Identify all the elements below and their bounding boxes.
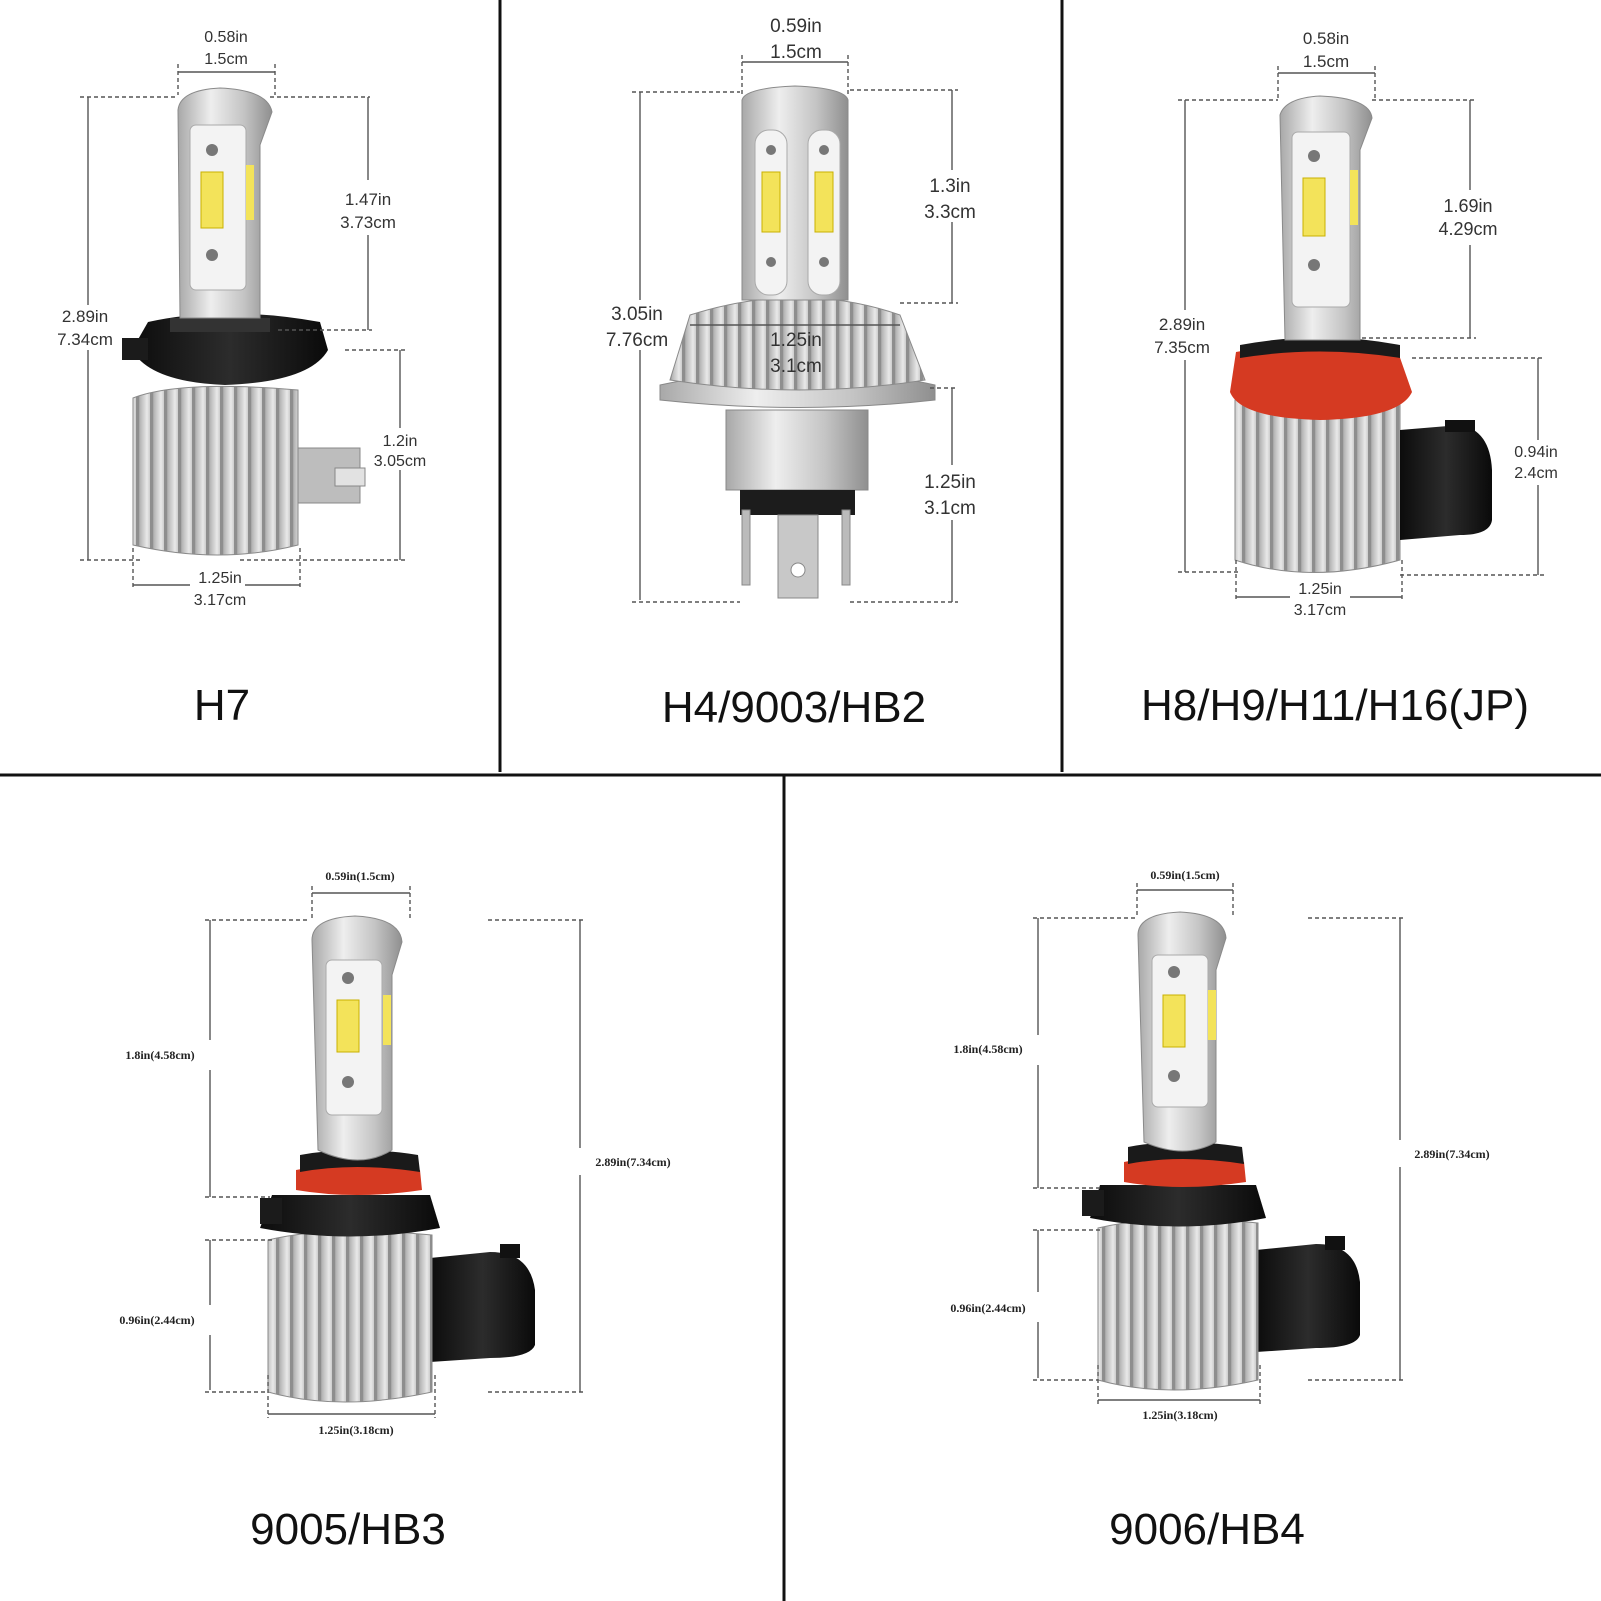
panel-title-9006: 9006/HB4	[1109, 1505, 1305, 1554]
h7-total-height-in: 2.89in	[62, 307, 108, 326]
h4-top-width-cm: 1.5cm	[770, 42, 822, 63]
h4-upper-height-in: 1.3in	[929, 176, 970, 197]
h11-top-width-cm: 1.5cm	[1303, 52, 1349, 71]
h11-top-width-in: 0.58in	[1303, 29, 1349, 48]
h7-base-height-cm: 3.05cm	[374, 453, 426, 470]
dimension-lines-9006	[1033, 883, 1405, 1405]
h7-top-width-cm: 1.5cm	[204, 51, 248, 68]
bulb-h7-illustration	[122, 87, 366, 556]
panel-title-h7: H7	[194, 681, 250, 730]
panel-9005: 0.59in(1.5cm) 1.8in(4.58cm) 2.89in(7.34c…	[119, 869, 670, 1554]
panel-title-h11: H8/H9/H11/H16(JP)	[1141, 681, 1529, 730]
h11-total-height-cm: 7.35cm	[1154, 338, 1210, 357]
h7-top-width-in: 0.58in	[204, 29, 248, 46]
h4-total-height-cm: 7.76cm	[606, 330, 668, 351]
9006-base-height: 0.96in(2.44cm)	[950, 1301, 1025, 1315]
panel-9006: 0.59in(1.5cm) 1.8in(4.58cm) 2.89in(7.34c…	[950, 868, 1489, 1554]
h7-upper-height-cm: 3.73cm	[340, 213, 396, 232]
h7-upper-height-in: 1.47in	[345, 190, 391, 209]
9005-top-width: 0.59in(1.5cm)	[325, 869, 394, 883]
h4-base-height-in: 1.25in	[924, 472, 976, 493]
dimension-lines-9005	[205, 886, 585, 1418]
h11-base-width-cm: 3.17cm	[1294, 602, 1346, 619]
h4-top-width-in: 0.59in	[770, 16, 822, 37]
dimension-lines-h4	[632, 55, 958, 603]
h11-upper-height-in: 1.69in	[1443, 196, 1492, 216]
h4-flange-width-cm: 3.1cm	[770, 356, 822, 377]
9006-upper-height: 1.8in(4.58cm)	[953, 1042, 1022, 1056]
panel-title-h4: H4/9003/HB2	[662, 683, 926, 732]
h11-total-height-in: 2.89in	[1159, 315, 1205, 334]
9005-base-width: 1.25in(3.18cm)	[318, 1423, 393, 1437]
h11-upper-height-cm: 4.29cm	[1438, 219, 1497, 239]
9005-total-height: 2.89in(7.34cm)	[595, 1155, 670, 1169]
panel-title-9005: 9005/HB3	[250, 1505, 446, 1554]
9006-total-height: 2.89in(7.34cm)	[1414, 1147, 1489, 1161]
panel-h7: 0.58in 1.5cm 1.47in 3.73cm 2.89in 7.34cm…	[57, 29, 426, 730]
panel-h4: 0.59in 1.5cm 1.3in 3.3cm 3.05in 7.76cm 1…	[606, 16, 976, 732]
bulb-h4-illustration	[659, 85, 936, 599]
h7-base-height-in: 1.2in	[383, 433, 418, 450]
9006-base-width: 1.25in(3.18cm)	[1142, 1408, 1217, 1422]
panel-h11: 0.58in 1.5cm 1.69in 4.29cm 2.89in 7.35cm…	[1141, 29, 1558, 730]
h4-total-height-in: 3.05in	[611, 304, 663, 325]
h4-flange-width-in: 1.25in	[770, 330, 822, 351]
bulb-h11-illustration	[1230, 95, 1492, 573]
h11-base-height-cm: 2.4cm	[1514, 465, 1558, 482]
bulb-9005-illustration	[260, 915, 535, 1403]
9005-base-height: 0.96in(2.44cm)	[119, 1313, 194, 1327]
9006-top-width: 0.59in(1.5cm)	[1150, 868, 1219, 882]
9005-upper-height: 1.8in(4.58cm)	[125, 1048, 194, 1062]
h7-total-height-cm: 7.34cm	[57, 330, 113, 349]
dimension-lines-h7	[80, 64, 405, 590]
dimension-lines-h11	[1178, 66, 1545, 602]
h4-upper-height-cm: 3.3cm	[924, 202, 976, 223]
h7-base-width-cm: 3.17cm	[194, 592, 246, 609]
h11-base-width-in: 1.25in	[1298, 581, 1342, 598]
h7-base-width-in: 1.25in	[198, 570, 242, 587]
bulb-9006-illustration	[1082, 911, 1360, 1391]
h11-base-height-in: 0.94in	[1514, 444, 1558, 461]
h4-base-height-cm: 3.1cm	[924, 498, 976, 519]
